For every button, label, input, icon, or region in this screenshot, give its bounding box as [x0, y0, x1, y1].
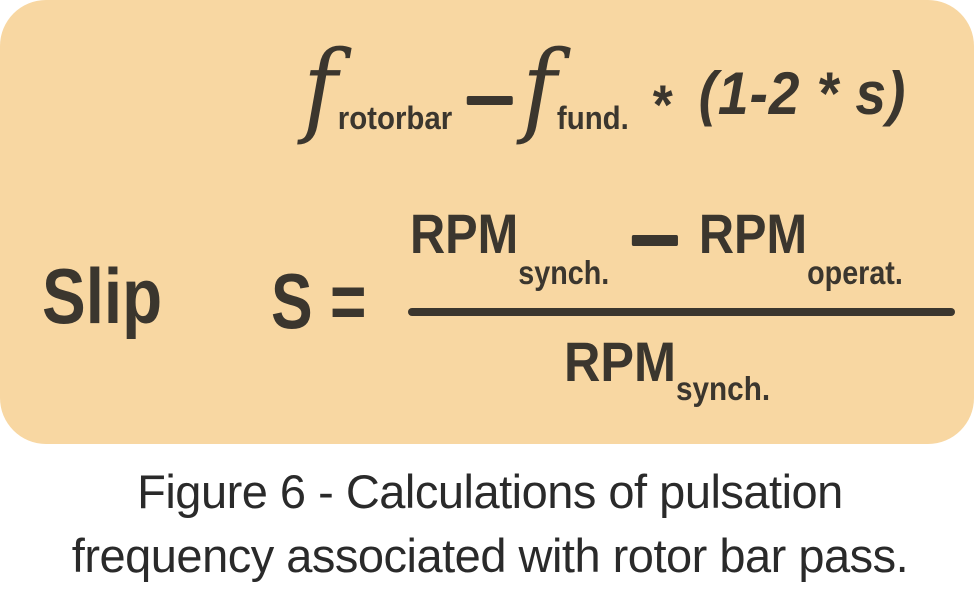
synchronous-subscript: synch.	[518, 254, 610, 291]
slip-equation-lhs: S =	[271, 257, 367, 345]
f-fundamental-symbol: f	[522, 29, 557, 148]
fraction-bar	[408, 308, 955, 316]
slip-numerator: RPM synch. RPM operat.	[410, 202, 903, 291]
synchronous-subscript: synch.	[676, 370, 771, 407]
slip-label: Slip	[42, 252, 163, 340]
rotorbar-subscript: rotorbar	[337, 100, 453, 136]
multiply-star: *	[652, 73, 673, 136]
rpm-operating: RPM	[698, 202, 808, 265]
minus-dash	[466, 96, 513, 105]
caption-line-2: frequency associated with rotor bar pass…	[71, 529, 909, 582]
slip-expression: (1-2 * s)	[698, 60, 907, 127]
rpm-synchronous: RPM	[564, 330, 677, 393]
operating-subscript: operat.	[807, 254, 903, 291]
minus-dash	[631, 235, 678, 246]
rpm-synchronous: RPM	[410, 202, 519, 265]
slip-denominator: RPM synch.	[564, 330, 771, 407]
formula-background-box	[0, 0, 974, 444]
pulsation-frequency-formula: f rotorbar f fund. * (1-2 * s)	[303, 38, 906, 140]
f-rotorbar-symbol: f	[303, 29, 338, 148]
fundamental-subscript: fund.	[556, 100, 629, 136]
caption-line-1: Figure 6 - Calculations of pulsation	[137, 465, 843, 518]
figure-caption: Figure 6 - Calculations of pulsation fre…	[0, 460, 980, 588]
